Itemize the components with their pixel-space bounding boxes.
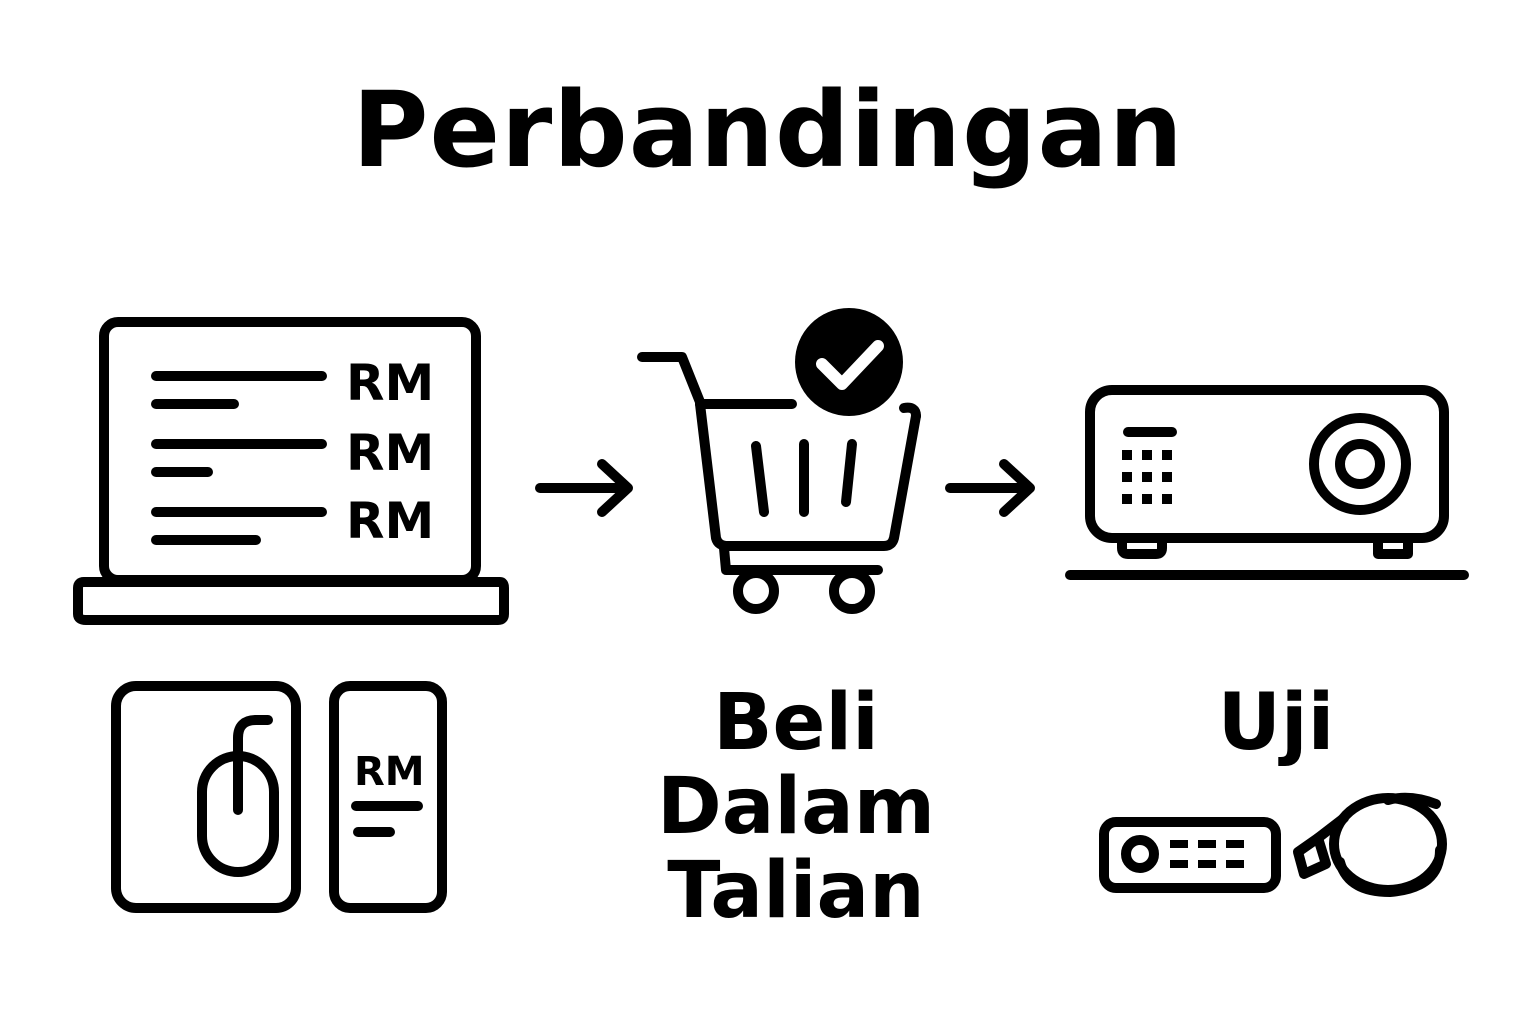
price-label: RM <box>346 354 435 412</box>
purchase-label-line: Talian <box>667 846 925 936</box>
price-label: RM <box>346 492 435 550</box>
remote-buttons-icon <box>1170 840 1244 868</box>
projector-vent-icon <box>1122 450 1172 504</box>
purchase-label-line: Dalam <box>656 762 936 852</box>
receipt-icon <box>329 681 447 913</box>
mouse-icon <box>111 681 301 913</box>
arrow-right-icon <box>945 459 1035 517</box>
check-badge-icon <box>795 308 903 416</box>
laptop-icon <box>73 317 509 625</box>
projector-icon <box>1065 385 1469 580</box>
price-label: RM <box>346 424 435 482</box>
purchase-label-line: Beli <box>713 678 879 768</box>
page-title: Perbandingan <box>352 69 1184 191</box>
cable-icon <box>1293 792 1447 897</box>
arrow-right-icon <box>535 459 633 517</box>
remote-control-icon <box>1099 817 1281 893</box>
test-label: Uji <box>1217 678 1335 768</box>
receipt-price-label: RM <box>354 749 425 795</box>
shopping-cart-icon <box>637 352 921 614</box>
